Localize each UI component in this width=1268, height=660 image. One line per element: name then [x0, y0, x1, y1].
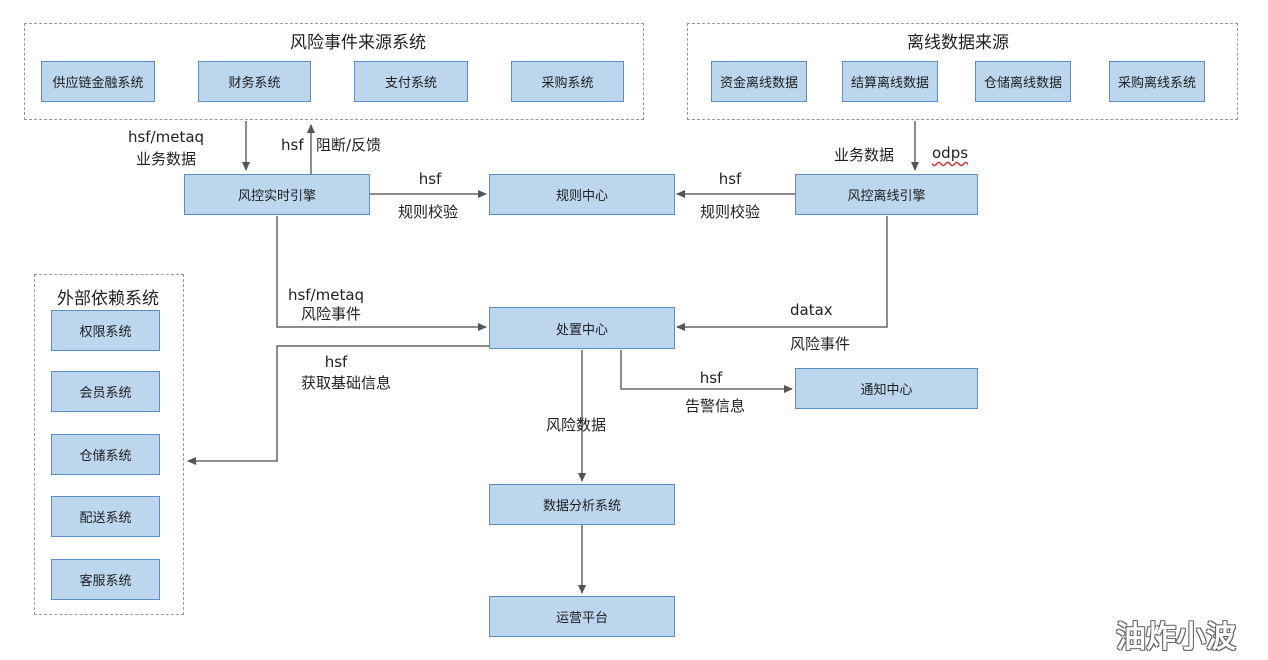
- node-disposal-center[interactable]: 处置中心: [489, 307, 675, 349]
- node-permission-system[interactable]: 权限系统: [51, 310, 160, 351]
- label-hsf-rule-right: hsf: [718, 170, 742, 188]
- label-hsf-metaq-mid: hsf/metaq: [287, 286, 365, 304]
- label-risk-data: 风险数据: [545, 416, 607, 434]
- label-biz-data-left: 业务数据: [135, 150, 197, 168]
- node-payment-system[interactable]: 支付系统: [354, 61, 468, 102]
- group-risk-event-source-title: 风险事件来源系统: [290, 33, 426, 53]
- node-customer-service-system[interactable]: 客服系统: [51, 559, 160, 600]
- arrow-offline-to-disposal: [676, 216, 888, 331]
- node-data-analysis-system[interactable]: 数据分析系统: [489, 484, 675, 525]
- node-delivery-system[interactable]: 配送系统: [51, 496, 160, 537]
- label-hsf-basic: hsf: [324, 353, 348, 371]
- node-fund-offline-data[interactable]: 资金离线数据: [711, 61, 807, 102]
- label-hsf-metaq-top: hsf/metaq: [127, 128, 205, 146]
- node-warehouse-offline-data[interactable]: 仓储离线数据: [975, 61, 1071, 102]
- node-ops-platform[interactable]: 运营平台: [489, 596, 675, 637]
- arrow-realtime-to-disposal: [276, 216, 487, 331]
- label-rule-check-right: 规则校验: [699, 203, 761, 221]
- group-offline-data-source: [687, 23, 1238, 120]
- label-risk-event-right: 风险事件: [790, 335, 851, 353]
- label-hsf-block: hsf: [281, 136, 304, 154]
- node-realtime-engine[interactable]: 风控实时引擎: [184, 174, 370, 215]
- node-member-system[interactable]: 会员系统: [51, 371, 160, 412]
- label-block-feedback: 阻断/反馈: [316, 136, 382, 154]
- label-rule-check-left: 规则校验: [397, 203, 459, 221]
- node-purchase-system[interactable]: 采购系统: [511, 61, 624, 102]
- label-risk-event-left: 风险事件: [300, 305, 362, 323]
- group-external-dependency: [34, 274, 184, 615]
- label-datax: datax: [790, 301, 833, 319]
- label-hsf-rule-left: hsf: [418, 170, 442, 188]
- label-alarm-info: 告警信息: [684, 397, 746, 415]
- node-purchase-offline-system[interactable]: 采购离线系统: [1109, 61, 1205, 102]
- arrow-disposal-to-notify: [620, 350, 793, 393]
- node-notify-center[interactable]: 通知中心: [795, 368, 978, 409]
- node-finance-system[interactable]: 财务系统: [198, 61, 311, 102]
- group-offline-data-source-title: 离线数据来源: [907, 33, 1009, 53]
- label-biz-data-right: 业务数据: [834, 146, 895, 164]
- node-warehouse-system[interactable]: 仓储系统: [51, 434, 160, 475]
- arrow-disposal-to-external: [187, 345, 490, 465]
- group-risk-event-source: [24, 23, 644, 120]
- node-rule-center[interactable]: 规则中心: [489, 174, 675, 215]
- label-hsf-notify: hsf: [699, 369, 723, 387]
- node-supply-chain-finance[interactable]: 供应链金融系统: [41, 61, 155, 102]
- watermark-text: 油炸小波: [1116, 620, 1236, 655]
- label-odps: odps: [932, 144, 969, 162]
- node-offline-engine[interactable]: 风控离线引擎: [795, 174, 978, 215]
- node-settle-offline-data[interactable]: 结算离线数据: [842, 61, 938, 102]
- group-external-dependency-title: 外部依赖系统: [57, 289, 159, 309]
- label-get-basic-info: 获取基础信息: [300, 374, 392, 392]
